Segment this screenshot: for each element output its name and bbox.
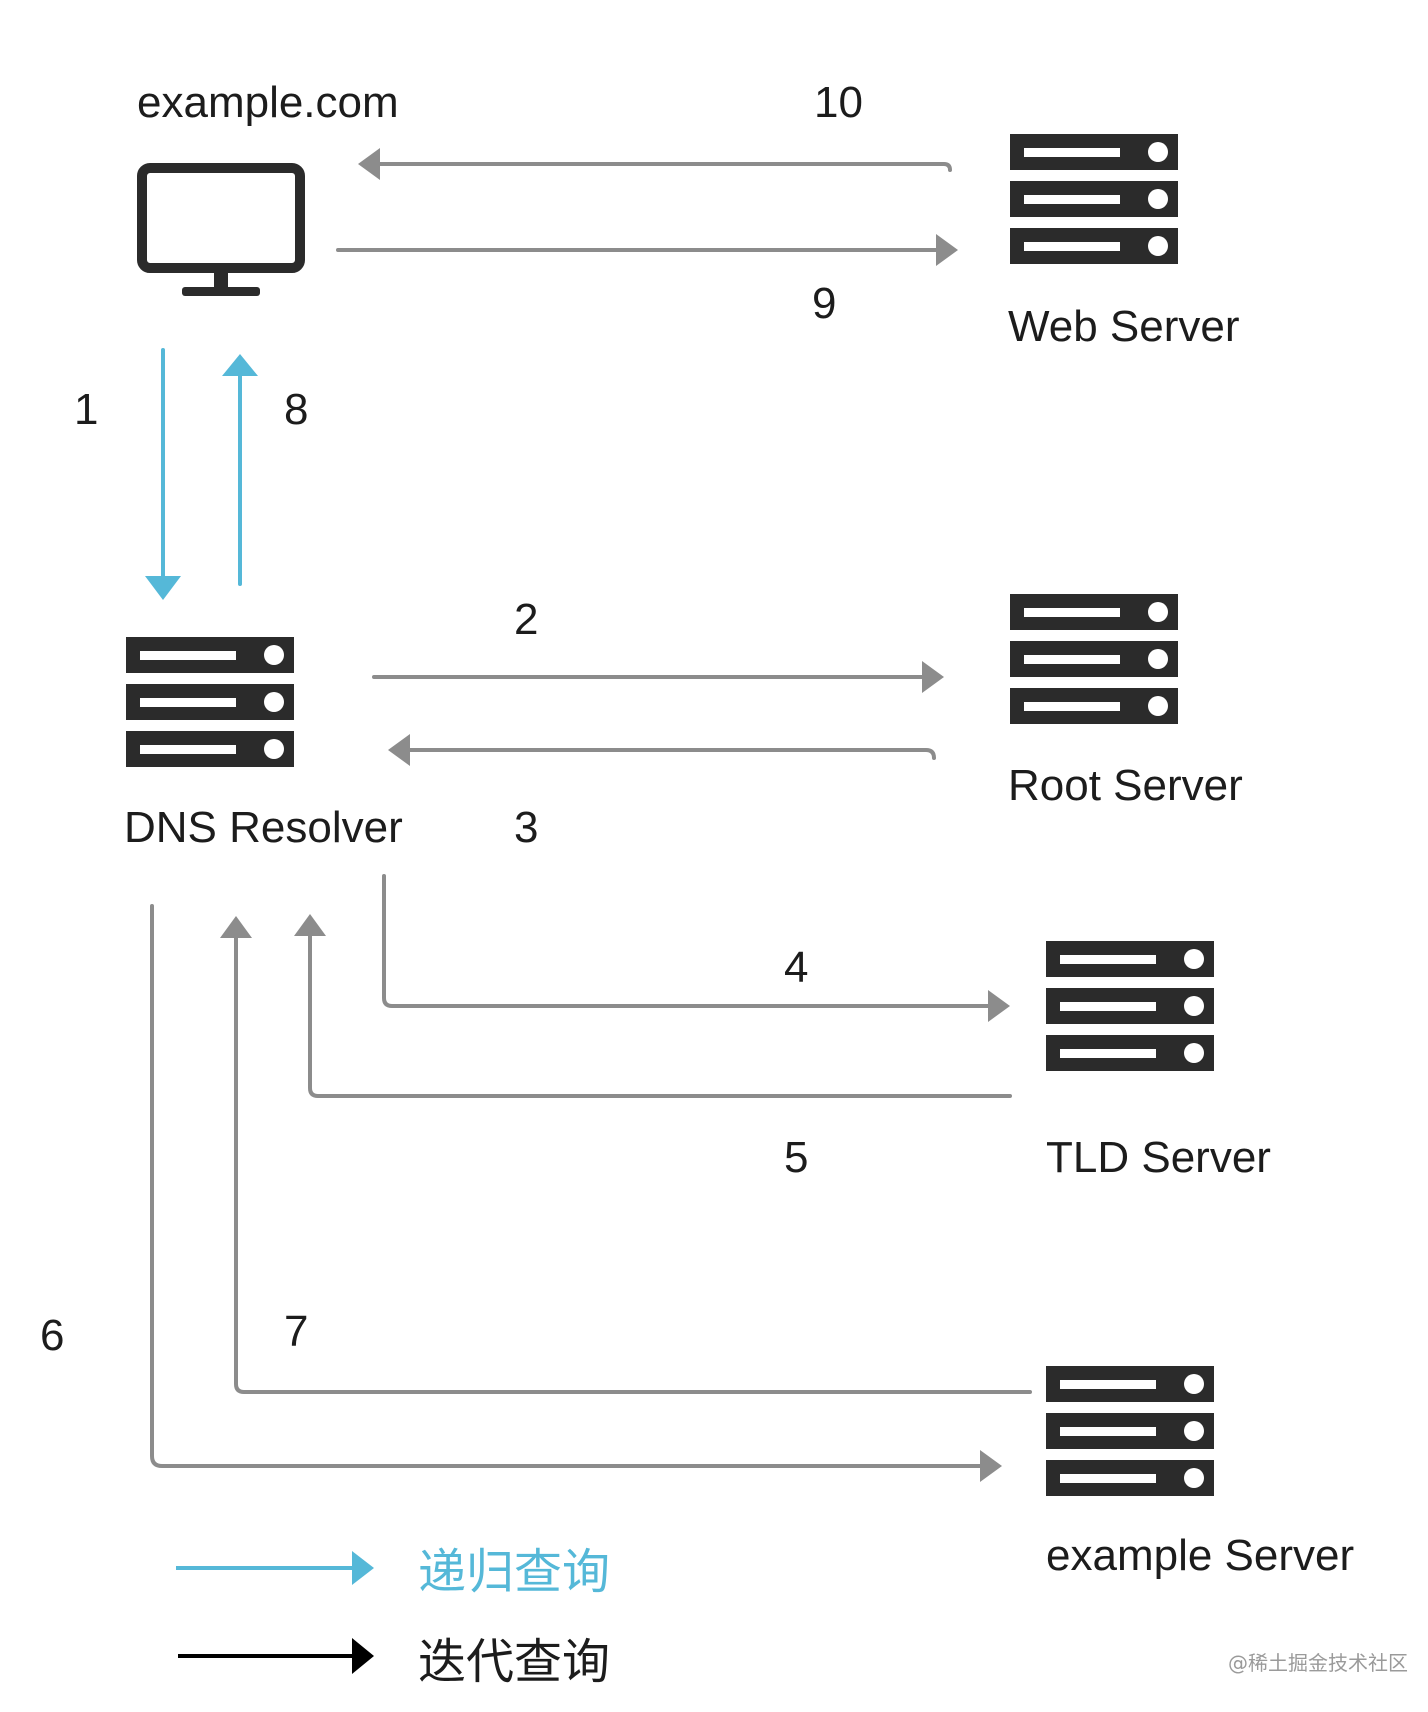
dns-resolver-label: DNS Resolver <box>124 803 403 852</box>
monitor-icon <box>137 163 305 296</box>
arrow-step-10 <box>358 148 952 180</box>
arrow-step-8 <box>222 354 258 586</box>
legend-iterative-arrowhead <box>352 1638 374 1674</box>
dns-resolver-node: DNS Resolver <box>124 637 403 852</box>
client-node: example.com <box>137 78 399 296</box>
web-server-label: Web Server <box>1008 302 1240 351</box>
step-label-1: 1 <box>74 385 98 434</box>
server-icon <box>1010 134 1178 264</box>
arrow-step-9 <box>336 234 958 266</box>
tld-server-node: TLD Server <box>1046 941 1271 1182</box>
step-label-4: 4 <box>784 943 808 992</box>
step-label-10: 10 <box>814 78 863 127</box>
legend-iterative-label: 迭代查询 <box>418 1634 610 1690</box>
step-label-5: 5 <box>784 1133 808 1182</box>
arrow-step-7 <box>220 916 1032 1394</box>
step-label-8: 8 <box>284 385 308 434</box>
arrow-step-1 <box>145 348 181 600</box>
legend: 递归查询 迭代查询 <box>176 1544 610 1690</box>
arrow-step-2 <box>372 661 944 693</box>
example-server-node: example Server <box>1046 1366 1354 1580</box>
tld-server-label: TLD Server <box>1046 1133 1271 1182</box>
step-label-2: 2 <box>514 595 538 644</box>
root-server-label: Root Server <box>1008 761 1243 810</box>
root-server-node: Root Server <box>1008 594 1243 810</box>
step-label-7: 7 <box>284 1307 308 1356</box>
client-label: example.com <box>137 78 399 127</box>
legend-recursive-arrowhead <box>352 1551 374 1585</box>
arrow-step-5 <box>294 914 1012 1098</box>
server-icon <box>1046 1366 1214 1496</box>
server-icon <box>1046 941 1214 1071</box>
server-icon <box>1010 594 1178 724</box>
web-server-node: Web Server <box>1008 134 1240 351</box>
arrow-step-6 <box>150 904 1002 1482</box>
watermark: @稀土掘金技术社区 <box>1228 1651 1408 1675</box>
legend-recursive-label: 递归查询 <box>418 1544 610 1600</box>
legend-recursive: 递归查询 <box>176 1544 610 1600</box>
legend-iterative: 迭代查询 <box>178 1634 610 1690</box>
server-icon <box>126 637 294 767</box>
arrow-step-3 <box>388 734 936 766</box>
step-label-9: 9 <box>812 279 836 328</box>
arrow-step-4 <box>382 874 1010 1022</box>
step-label-6: 6 <box>40 1311 64 1360</box>
step-label-3: 3 <box>514 803 538 852</box>
example-server-label: example Server <box>1046 1531 1354 1580</box>
